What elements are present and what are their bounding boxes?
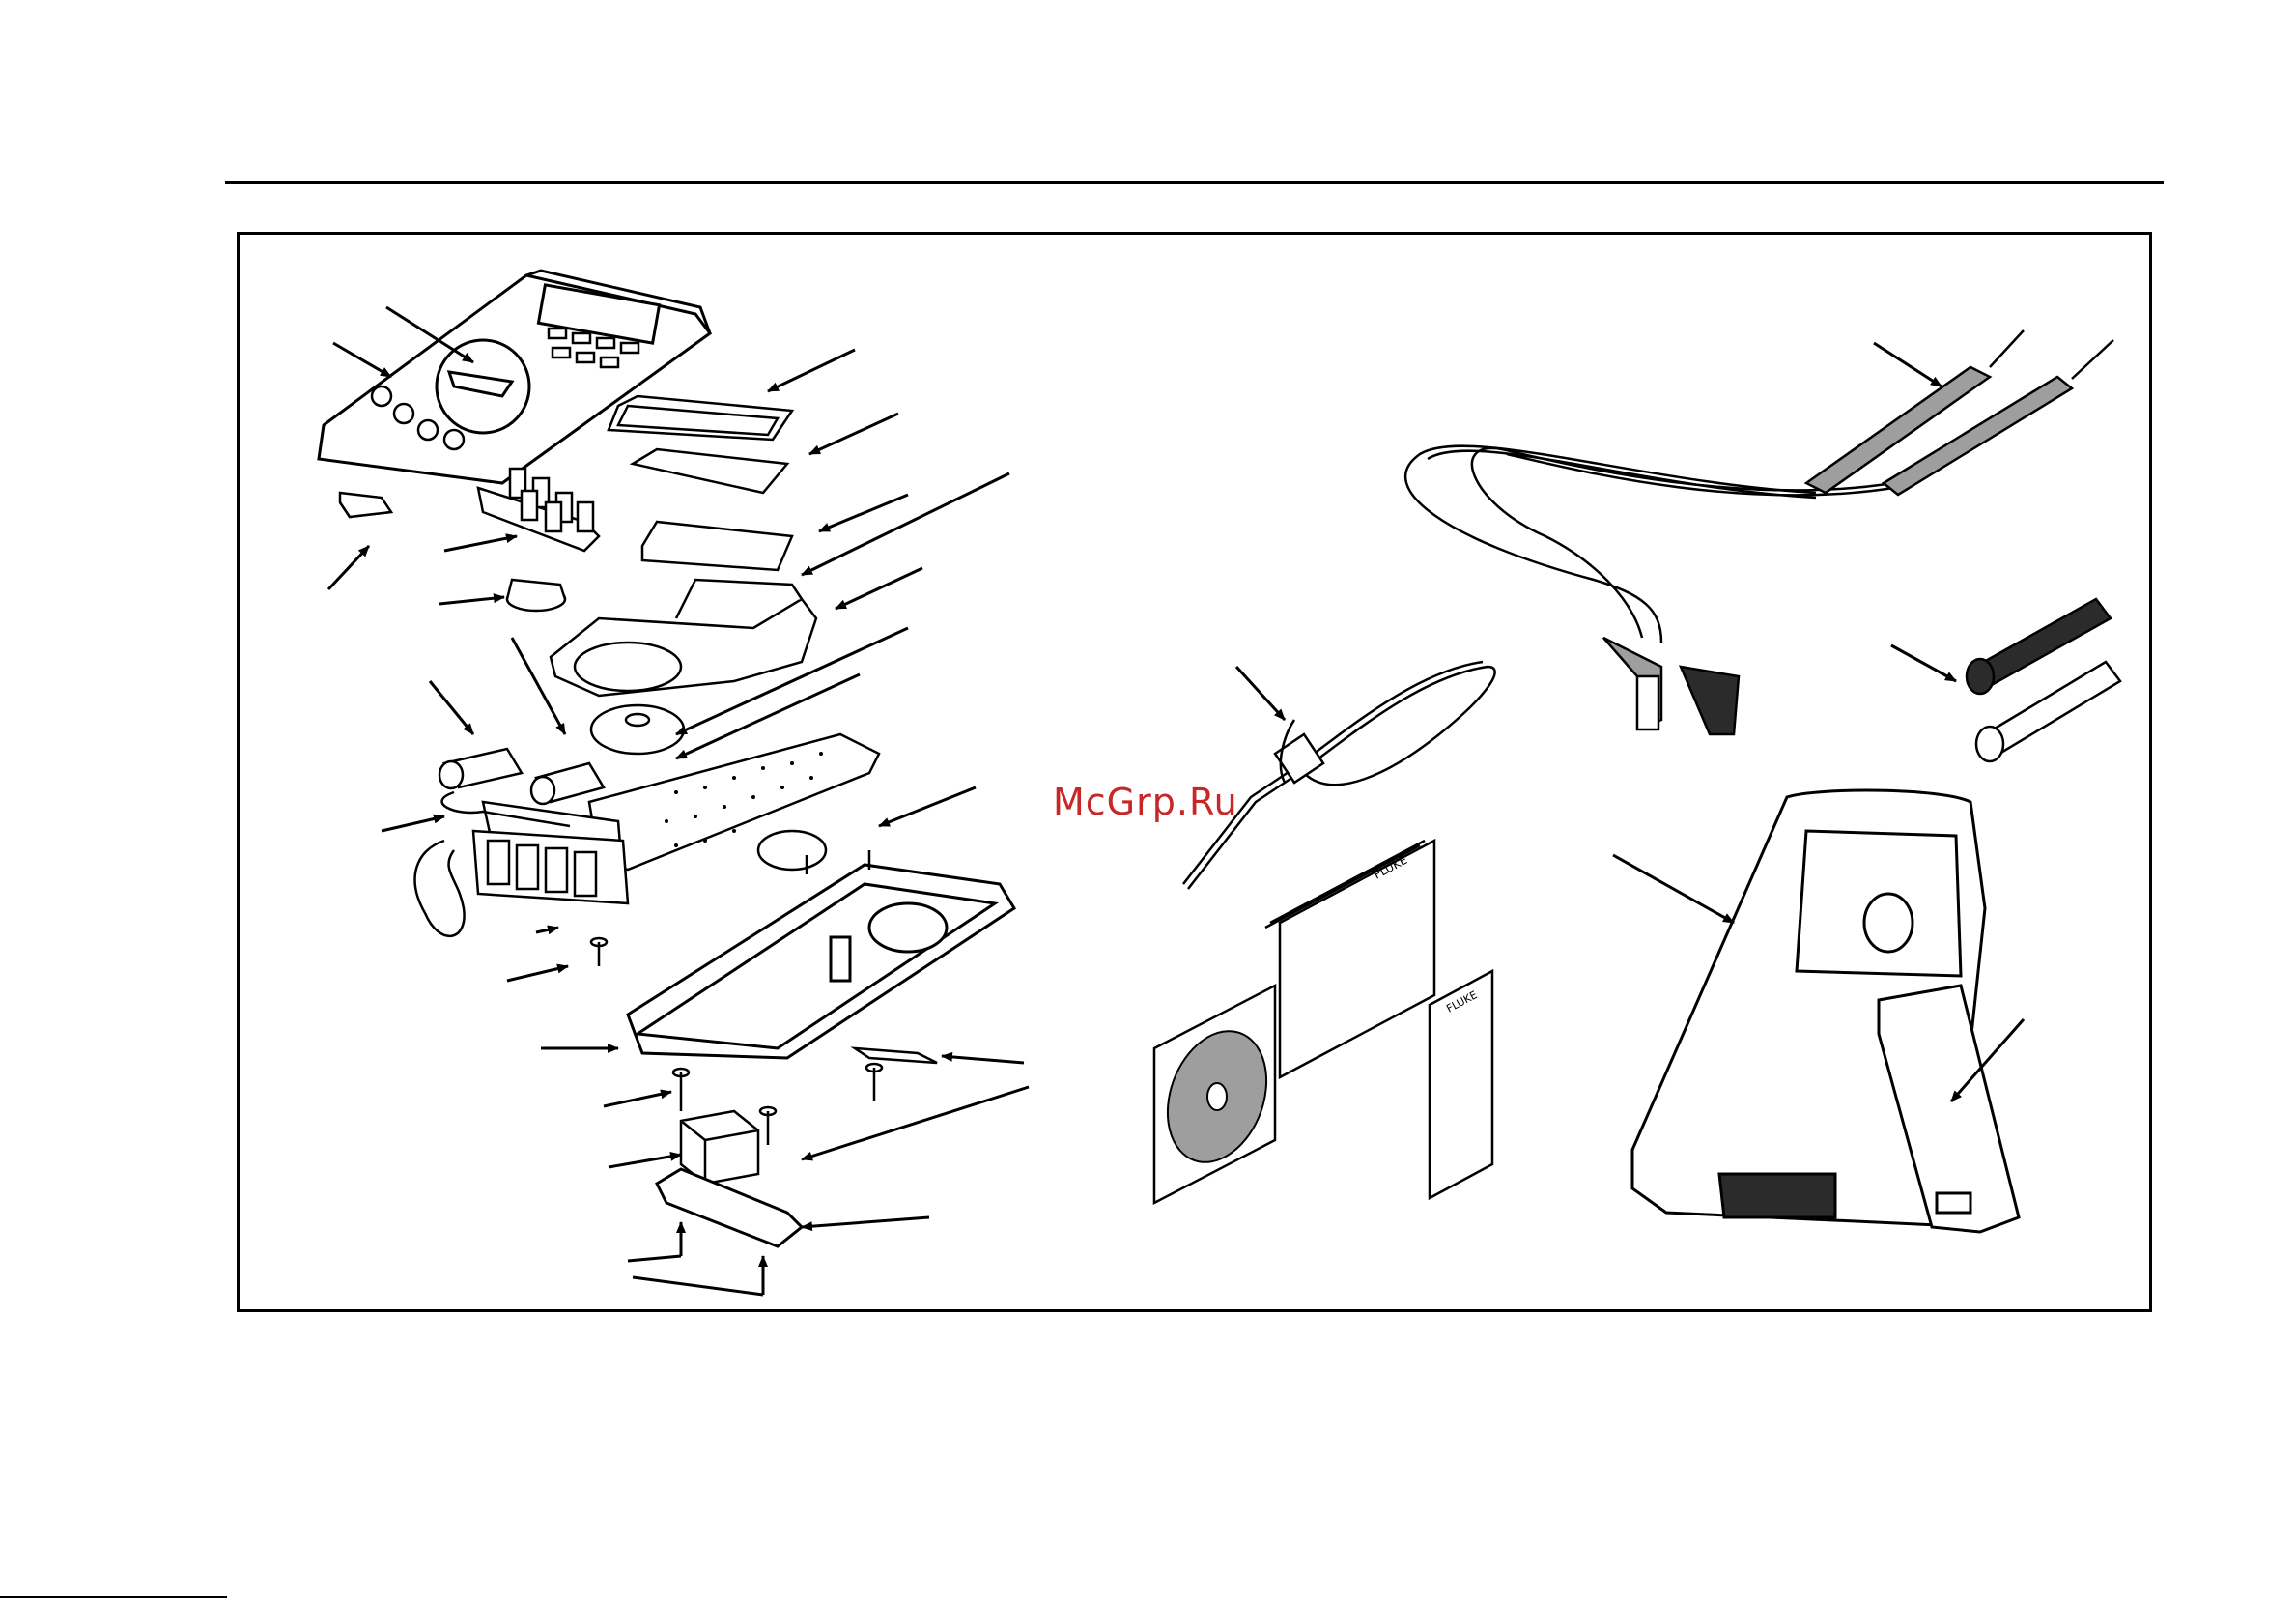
footer-rule [0,1596,227,1598]
fuse-a [439,749,522,788]
thermocouple-leader [1236,667,1285,720]
lcd-bezel [609,396,792,440]
battery-door [657,1169,802,1246]
probe-caps-leader [1891,645,1956,681]
test-lead-banana-plugs [1603,638,1739,734]
foam-pad [340,493,391,517]
watermark: McGrp.Ru [1053,781,1238,823]
holster-leader [1613,855,1734,923]
input-jack-block [473,831,628,903]
lcd-glass [633,449,787,493]
fuse-b [531,763,604,804]
thermocouple-probe [1183,662,1495,889]
shield-frame [551,580,816,696]
test-leads-leader [1874,343,1942,386]
tilt-foot [855,1048,937,1063]
probe-caps [1967,599,2120,761]
manual-booklet: FLUKE [1265,841,1434,1077]
rotary-encoder [591,705,684,754]
manual-sheet: FLUKE [1430,971,1492,1198]
rear-case [628,865,1014,1058]
rotary-switch-knob [507,580,565,611]
lcd-frame [642,522,792,570]
